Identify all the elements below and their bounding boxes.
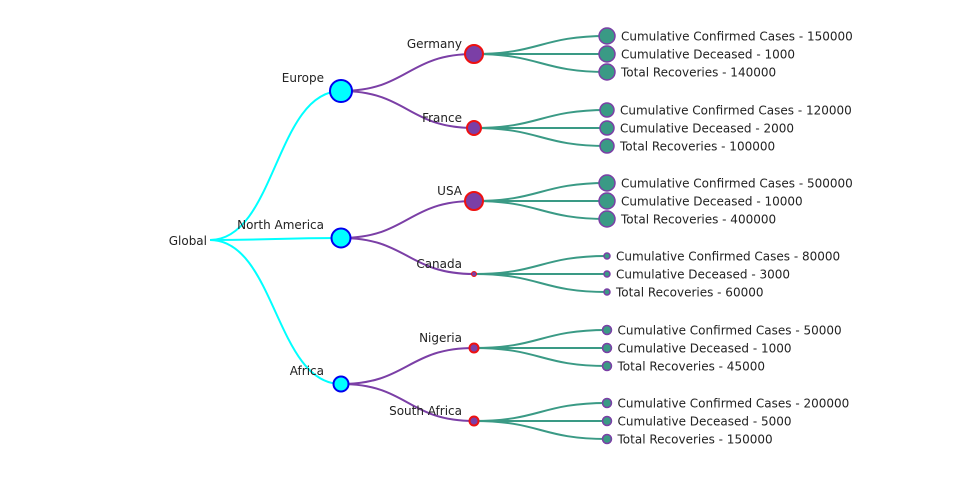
leaf-label-south-africa-0: Cumulative Confirmed Cases - 200000 <box>618 397 850 411</box>
node-leaf-usa-2[interactable] <box>598 210 616 228</box>
leaf-label-nigeria-1: Cumulative Deceased - 1000 <box>618 342 792 356</box>
link-europe-germany <box>340 53 475 92</box>
node-leaf-canada-1[interactable] <box>603 270 611 278</box>
node-leaf-france-1[interactable] <box>599 120 615 136</box>
node-country-germany[interactable] <box>464 44 484 64</box>
link-south-africa-leaf-0 <box>473 402 608 422</box>
link-nigeria-leaf-0 <box>473 329 608 349</box>
link-global-north-america <box>209 237 342 241</box>
country-label-south-africa: South Africa <box>389 404 462 418</box>
link-canada-leaf-0 <box>473 255 608 275</box>
node-country-france[interactable] <box>466 120 482 136</box>
link-africa-nigeria <box>340 347 475 385</box>
leaf-label-germany-2: Total Recoveries - 140000 <box>620 66 776 80</box>
leaf-label-south-africa-2: Total Recoveries - 150000 <box>617 433 773 447</box>
link-south-africa-leaf-2 <box>473 420 608 440</box>
node-country-south-africa[interactable] <box>468 415 480 427</box>
country-label-nigeria: Nigeria <box>419 331 462 345</box>
country-label-germany: Germany <box>407 37 462 51</box>
link-canada-leaf-2 <box>473 273 608 293</box>
link-north-america-usa <box>340 200 475 239</box>
leaf-label-france-0: Cumulative Confirmed Cases - 120000 <box>620 104 852 118</box>
link-north-america-canada <box>340 237 475 275</box>
node-leaf-south-africa-1[interactable] <box>601 415 613 427</box>
node-leaf-south-africa-2[interactable] <box>601 433 613 445</box>
node-leaf-germany-1[interactable] <box>598 45 616 63</box>
node-country-canada[interactable] <box>471 271 477 277</box>
node-country-nigeria[interactable] <box>468 342 480 354</box>
node-continent-africa[interactable] <box>332 375 350 393</box>
link-global-europe <box>209 90 342 241</box>
leaf-label-canada-1: Cumulative Deceased - 3000 <box>616 268 790 282</box>
node-leaf-nigeria-2[interactable] <box>601 360 613 372</box>
node-country-usa[interactable] <box>464 191 484 211</box>
node-leaf-canada-0[interactable] <box>603 252 611 260</box>
leaf-label-germany-1: Cumulative Deceased - 1000 <box>621 48 795 62</box>
continent-label-europe: Europe <box>282 71 324 85</box>
node-leaf-usa-1[interactable] <box>598 192 616 210</box>
leaf-label-usa-0: Cumulative Confirmed Cases - 500000 <box>621 177 853 191</box>
node-continent-north-america[interactable] <box>330 227 352 249</box>
link-germany-leaf-0 <box>473 35 608 55</box>
leaf-label-canada-2: Total Recoveries - 60000 <box>615 286 763 300</box>
node-leaf-nigeria-1[interactable] <box>601 342 613 354</box>
country-label-usa: USA <box>437 184 463 198</box>
link-germany-leaf-2 <box>473 53 608 73</box>
leaf-label-france-1: Cumulative Deceased - 2000 <box>620 122 794 136</box>
leaf-label-germany-0: Cumulative Confirmed Cases - 150000 <box>621 30 853 44</box>
node-leaf-nigeria-0[interactable] <box>601 324 613 336</box>
link-nigeria-leaf-2 <box>473 347 608 367</box>
link-france-leaf-2 <box>473 127 608 147</box>
link-europe-france <box>340 90 475 129</box>
link-usa-leaf-2 <box>473 200 608 220</box>
root-label-global: Global <box>169 234 207 248</box>
leaf-label-usa-1: Cumulative Deceased - 10000 <box>621 195 803 209</box>
link-usa-leaf-0 <box>473 182 608 202</box>
node-leaf-france-0[interactable] <box>599 102 615 118</box>
node-leaf-france-2[interactable] <box>599 138 615 154</box>
link-france-leaf-0 <box>473 109 608 129</box>
node-leaf-usa-0[interactable] <box>598 174 616 192</box>
link-africa-south-africa <box>340 383 475 422</box>
link-global-africa <box>209 239 342 385</box>
node-leaf-south-africa-0[interactable] <box>601 397 613 409</box>
leaf-label-nigeria-0: Cumulative Confirmed Cases - 50000 <box>618 324 842 338</box>
node-continent-europe[interactable] <box>329 79 353 103</box>
leaf-label-south-africa-1: Cumulative Deceased - 5000 <box>618 415 792 429</box>
node-leaf-germany-0[interactable] <box>598 27 616 45</box>
leaf-label-nigeria-2: Total Recoveries - 45000 <box>617 360 765 374</box>
leaf-label-canada-0: Cumulative Confirmed Cases - 80000 <box>616 250 840 264</box>
node-leaf-germany-2[interactable] <box>598 63 616 81</box>
leaf-label-usa-2: Total Recoveries - 400000 <box>620 213 776 227</box>
continent-label-north-america: North America <box>237 218 324 232</box>
node-leaf-canada-2[interactable] <box>603 288 611 296</box>
continent-label-africa: Africa <box>290 364 324 378</box>
country-label-canada: Canada <box>416 257 462 271</box>
leaf-label-france-2: Total Recoveries - 100000 <box>619 140 775 154</box>
country-label-france: France <box>422 111 462 125</box>
